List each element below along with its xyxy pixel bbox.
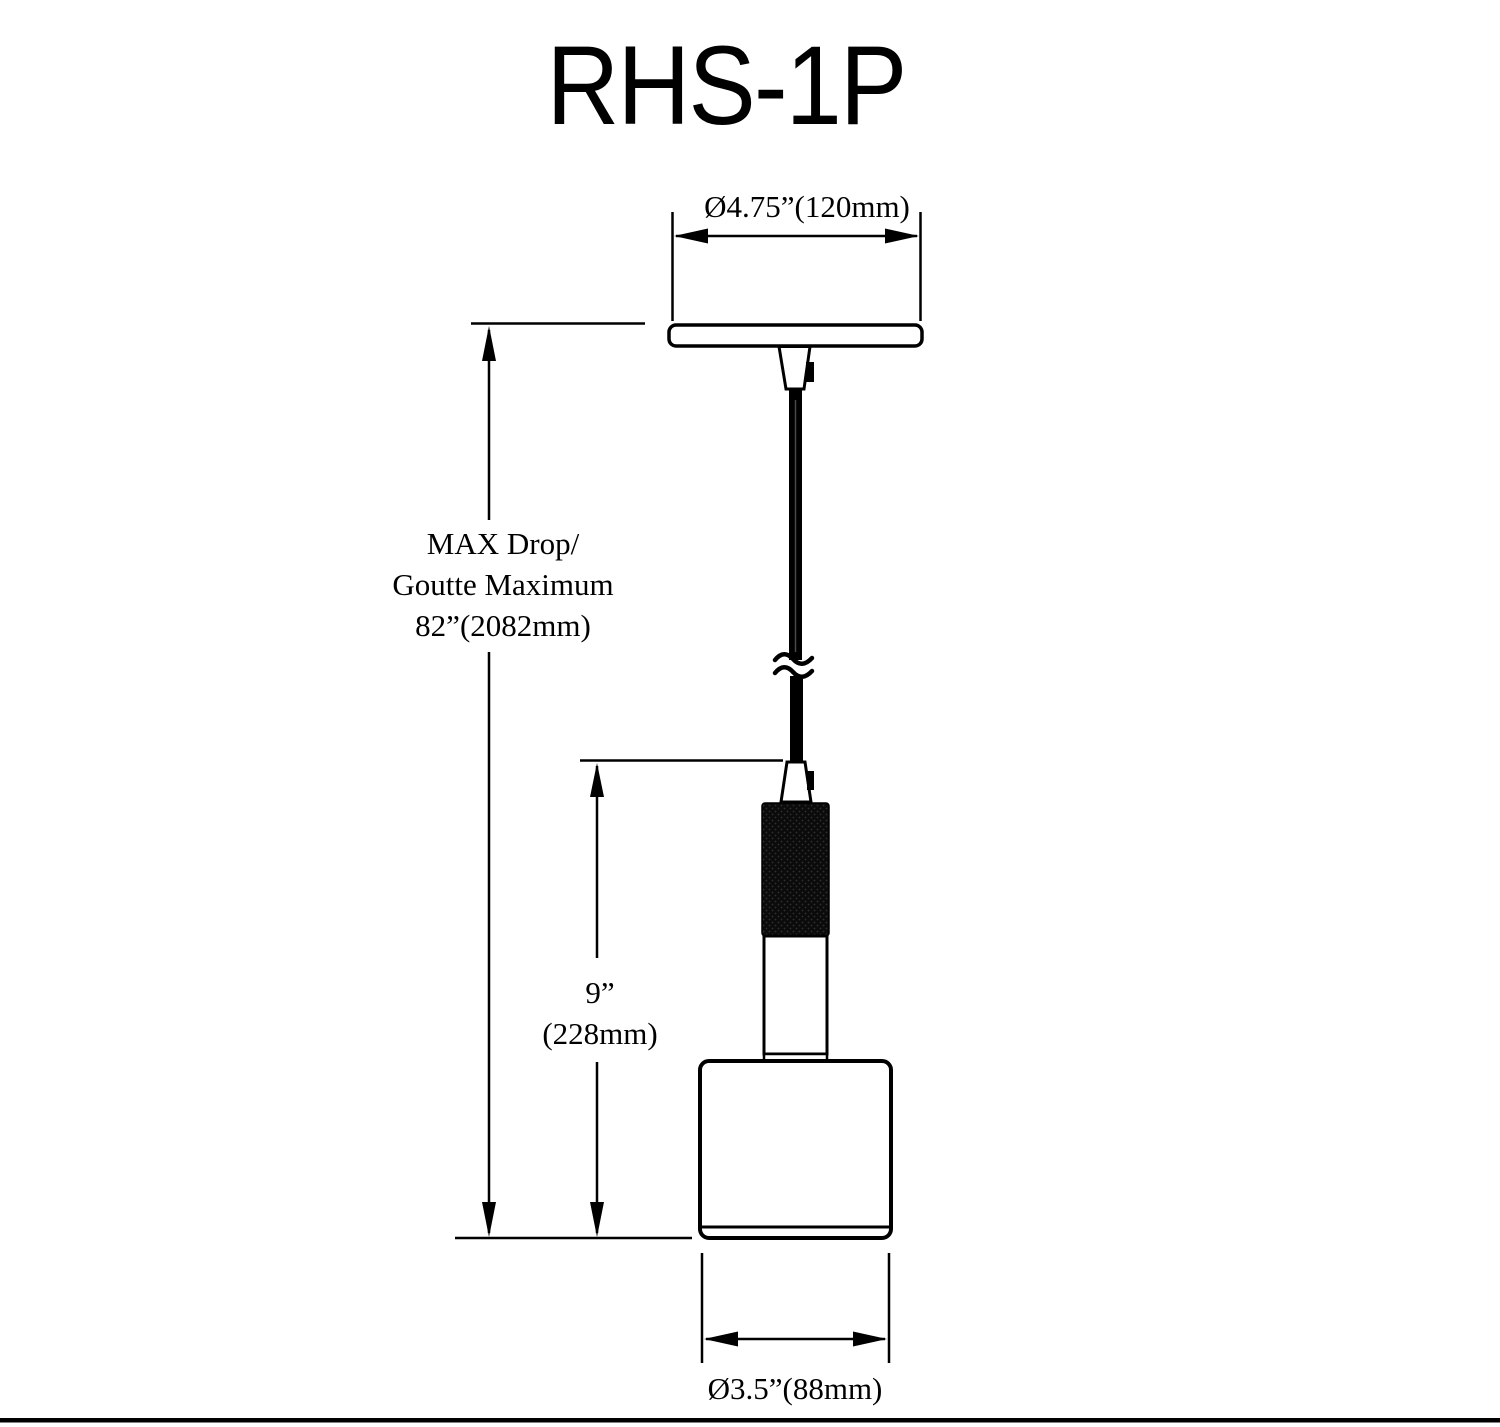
shade-body — [698, 1059, 893, 1240]
max-drop-line-2: Goutte Maximum — [392, 567, 614, 602]
fixture-height-mm: (228mm) — [542, 1016, 658, 1051]
max-drop-label: MAX Drop/ Goutte Maximum 82”(2082mm) — [392, 523, 613, 646]
arrowhead-right — [853, 1331, 887, 1347]
fixture-grip-screw — [807, 771, 814, 790]
canopy-plate — [667, 323, 924, 348]
arrowhead-left — [674, 228, 708, 244]
fixture-height-inches: 9” — [585, 975, 615, 1010]
bottom-border-rule — [0, 1418, 1500, 1423]
max-drop-dimension — [471, 322, 645, 1237]
fixture-height-dimension — [455, 759, 783, 1240]
shade-diameter-dimension — [700, 1253, 891, 1363]
max-drop-line-1: MAX Drop/ — [426, 526, 580, 561]
arrowhead-up — [482, 326, 496, 361]
arrowhead-left — [704, 1331, 738, 1347]
canopy-cord-grip — [777, 345, 812, 391]
arrowhead-up — [590, 763, 604, 797]
canopy-grip-screw — [806, 362, 814, 382]
canopy-diameter-text: Ø4.75”(120mm) — [704, 189, 910, 224]
cord-break-wave-top — [772, 652, 815, 666]
arrowhead-down — [482, 1202, 496, 1237]
shade-diameter-label: Ø3.5”(88mm) — [708, 1370, 883, 1408]
fixture-cord-grip — [779, 760, 813, 804]
product-code-title: RHS-1P — [546, 23, 908, 148]
stem-cylinder — [762, 934, 829, 1056]
knurled-socket — [761, 802, 830, 937]
fixture-height-label: 9” (228mm) — [542, 972, 657, 1054]
shade-diameter-text: Ø3.5”(88mm) — [707, 1371, 883, 1406]
cord-break-wave-bottom — [772, 665, 815, 679]
canopy-diameter-dimension — [671, 212, 922, 321]
cord-lower — [790, 676, 803, 764]
arrowhead-right — [885, 228, 919, 244]
pendant-fixture — [667, 323, 924, 1240]
max-drop-line-3: 82”(2082mm) — [415, 608, 591, 643]
canopy-diameter-label: Ø4.75”(120mm) — [704, 188, 910, 226]
arrowhead-down — [590, 1202, 604, 1237]
